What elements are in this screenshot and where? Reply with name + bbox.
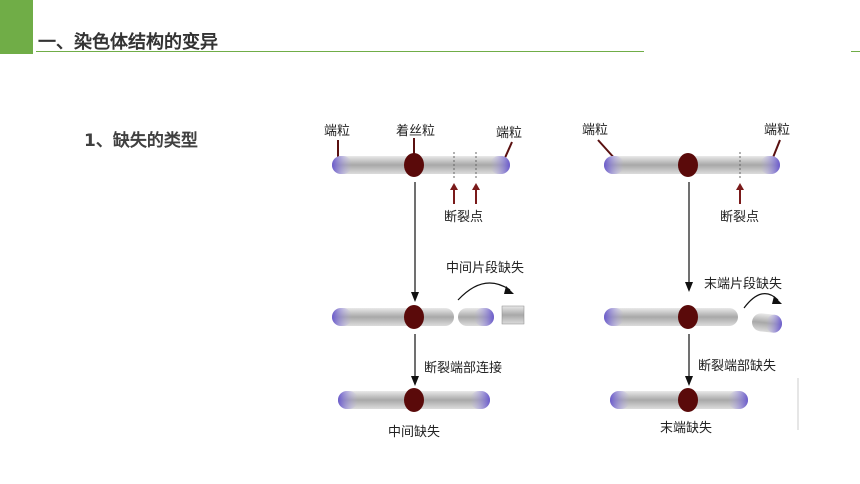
left-result-label: 中间缺失 xyxy=(388,425,440,440)
right-loss-label: 末端片段缺失 xyxy=(704,277,782,292)
left-centromere-2 xyxy=(404,305,424,329)
right-telomere-right-label: 端粒 xyxy=(764,123,790,138)
left-centromere-label: 着丝粒 xyxy=(396,123,435,139)
right-breakpoint-label: 断裂点 xyxy=(720,210,759,225)
deletion-diagram-svg: 端粒 着丝粒 端粒 断裂点 中间片段缺失 断裂端部连接 xyxy=(324,123,799,440)
title-underline-right xyxy=(851,51,860,52)
left-loss-label: 中间片段缺失 xyxy=(446,261,524,276)
right-result-label: 末端缺失 xyxy=(660,421,712,436)
right-lost-label: 断裂端部缺失 xyxy=(698,359,776,374)
right-chromosome-broken xyxy=(604,305,782,333)
title-underline xyxy=(36,51,644,52)
left-centromere-3 xyxy=(404,388,424,412)
left-telomere-right-label: 端粒 xyxy=(496,126,522,141)
header-accent-block xyxy=(0,0,33,54)
right-telomere-left-label: 端粒 xyxy=(582,123,608,138)
left-telomere-right-pointer xyxy=(503,141,513,161)
section-subtitle: 1、缺失的类型 xyxy=(84,131,198,151)
left-telomere-left-label: 端粒 xyxy=(324,124,350,139)
page-title: 一、染色体结构的变异 xyxy=(38,32,218,53)
left-rejoin-label: 断裂端部连接 xyxy=(424,360,502,376)
left-breakpoint-label: 断裂点 xyxy=(444,210,483,225)
right-chromosome-result xyxy=(610,388,748,412)
deletion-diagram: 端粒 着丝粒 端粒 断裂点 中间片段缺失 断裂端部连接 xyxy=(304,108,804,448)
left-chromosome-broken xyxy=(332,305,525,329)
left-chromosome-result xyxy=(338,388,490,412)
left-loss-curve-arrow xyxy=(457,282,511,301)
left-chromosome-original xyxy=(332,152,510,178)
right-centromere-3 xyxy=(678,388,698,412)
right-centromere-2 xyxy=(678,305,698,329)
right-centromere-1 xyxy=(678,153,698,177)
right-chromosome-original xyxy=(604,152,780,178)
left-centromere-1 xyxy=(404,153,424,177)
